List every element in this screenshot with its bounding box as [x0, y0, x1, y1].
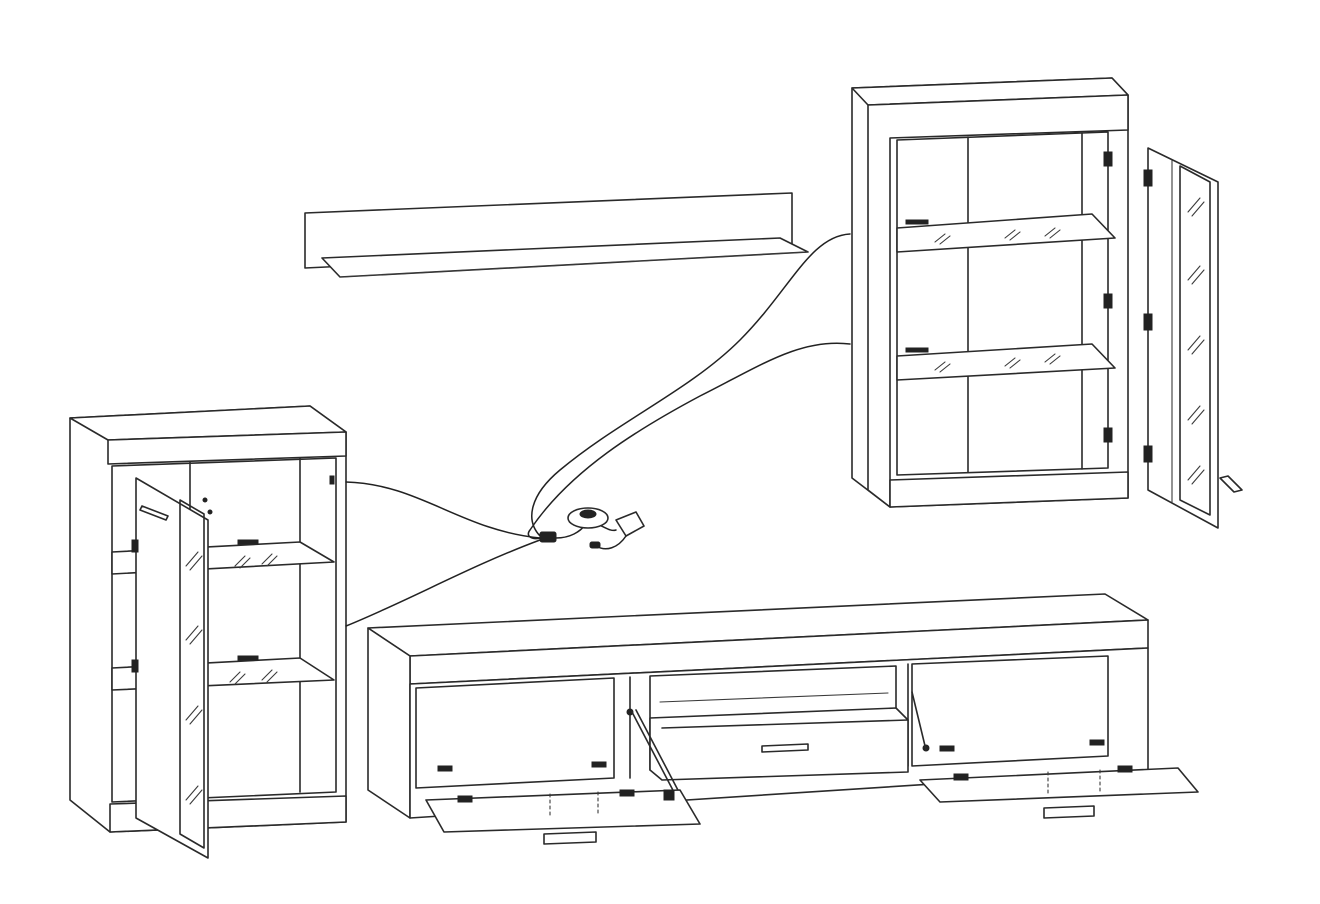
- lowboard-right-compartment: [911, 655, 1109, 767]
- led-power-unit: [539, 507, 645, 550]
- tv-lowboard: [367, 593, 1199, 845]
- led-cables: [345, 233, 851, 627]
- lowboard-right-flap: [919, 767, 1199, 803]
- lowboard-hinges: [437, 708, 1105, 772]
- right-cabinet-hinges: [905, 151, 1113, 443]
- lowboard-right-flap-handle: [1043, 805, 1095, 819]
- left-door-panel: [135, 477, 209, 859]
- left-cabinet-top-rail: [107, 431, 347, 465]
- right-door-handle: [1219, 475, 1243, 493]
- left-cabinet-glass-door: [131, 477, 213, 859]
- cable-from-left-cabinet: [345, 481, 541, 539]
- right-door-panel: [1147, 147, 1219, 529]
- right-cabinet-interior: [896, 131, 1109, 476]
- lowboard-left-compartment: [415, 677, 615, 789]
- lowboard-right-strut: [911, 691, 927, 751]
- power-adapter: [615, 511, 645, 537]
- right-cabinet-frame: [867, 94, 1129, 508]
- right-vitrine-cabinet: [851, 77, 1129, 508]
- left-door-handle: [139, 505, 169, 521]
- right-cabinet-glass-door: [1143, 147, 1243, 529]
- cable-from-right-cabinet-bottom: [527, 342, 851, 540]
- cable-connector: [539, 531, 557, 543]
- right-door-hinges: [1143, 169, 1153, 463]
- lowboard-drawer: [649, 707, 909, 781]
- lowboard-left-flap: [425, 789, 701, 833]
- right-cabinet-shelf-lower: [896, 343, 1116, 381]
- wall-shelf: [304, 192, 809, 278]
- cable-from-lowboard: [345, 539, 541, 627]
- right-cabinet-shelf-upper: [896, 213, 1116, 253]
- lowboard-drawer-handle: [761, 743, 809, 753]
- right-cabinet-plinth: [889, 471, 1129, 508]
- lowboard-side: [367, 627, 411, 819]
- lowboard-left-strut: [631, 711, 677, 797]
- cable-from-right-cabinet-top: [531, 233, 851, 537]
- left-cabinet-hinges: [237, 475, 335, 661]
- lowboard-left-flap-handle: [543, 831, 597, 845]
